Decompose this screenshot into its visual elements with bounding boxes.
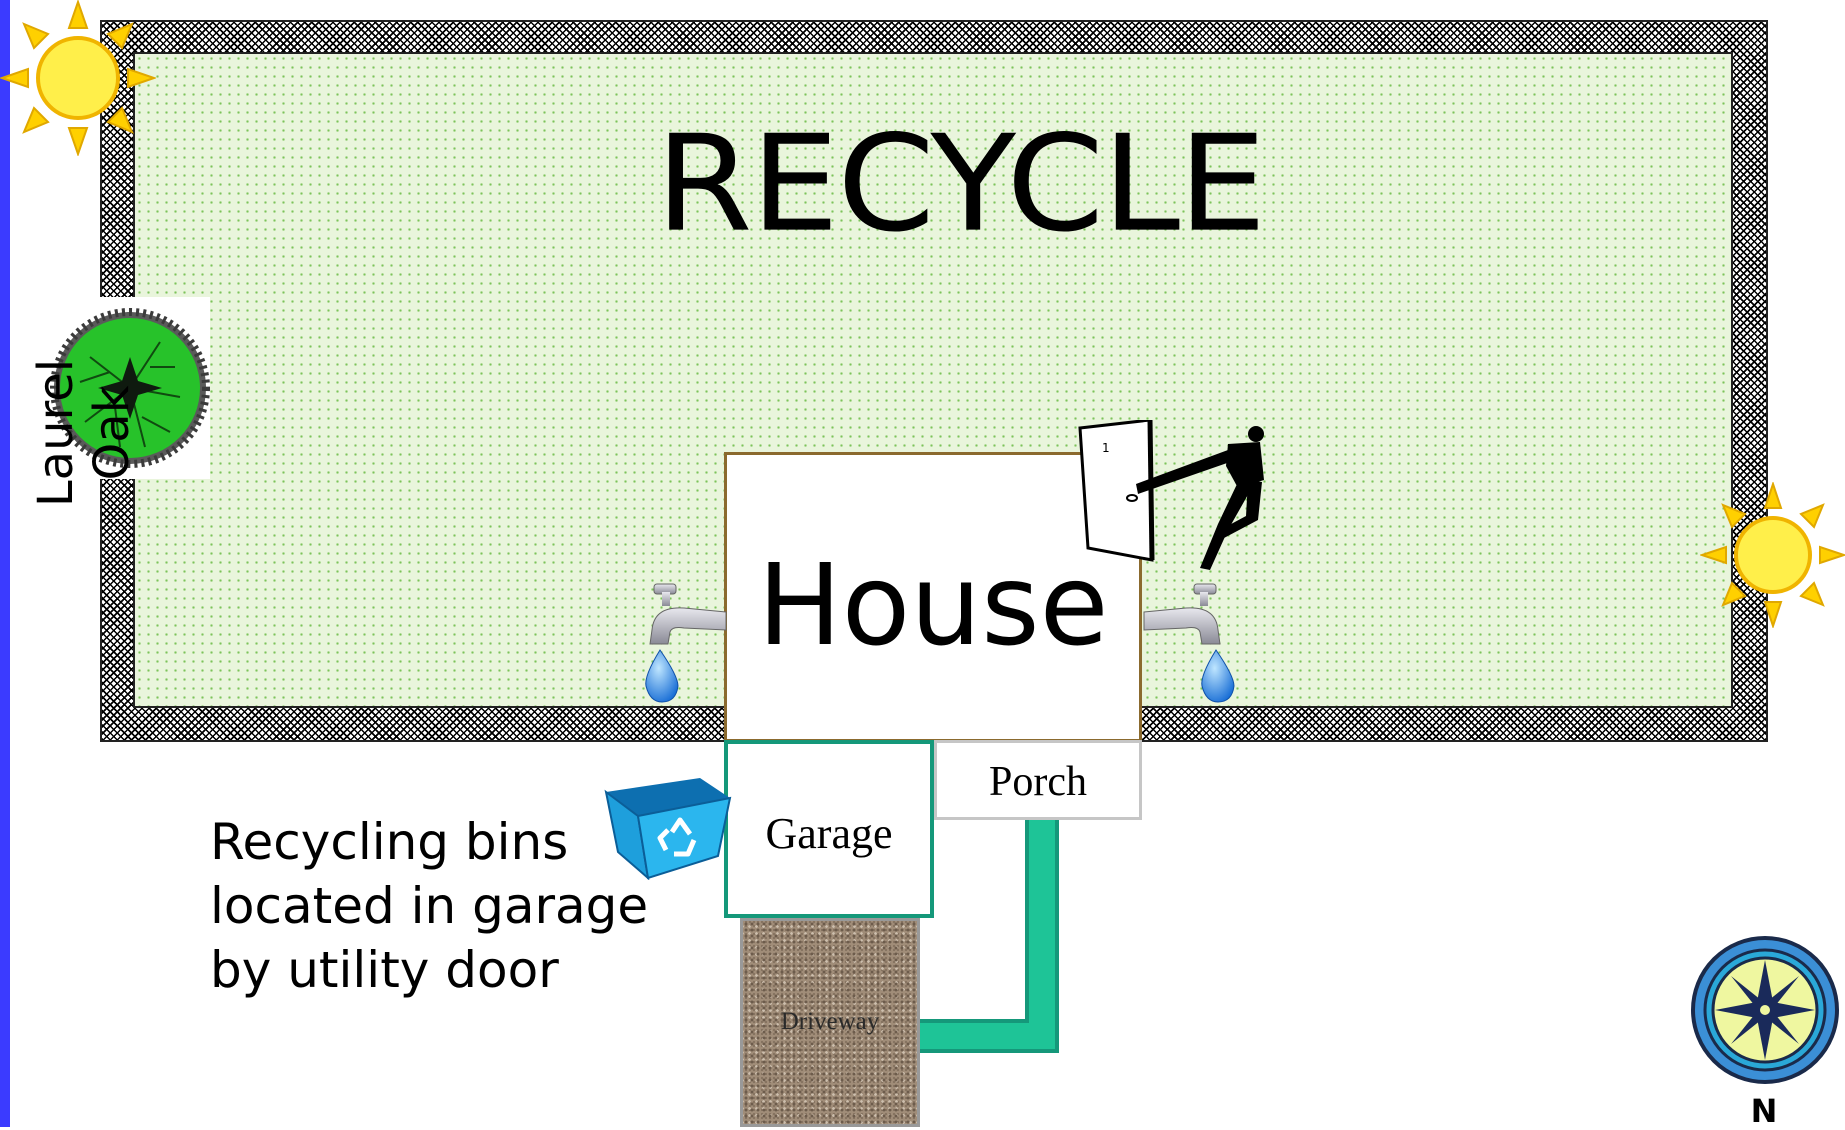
- tree-icon: [50, 297, 210, 479]
- tree-label: Laurel Oak: [28, 358, 140, 508]
- porch: [934, 740, 1142, 820]
- recycle-note: Recycling bins located in garage by util…: [210, 810, 680, 1002]
- person-opening-door-icon: 1: [1078, 420, 1264, 570]
- compass-north-label: N: [1750, 1092, 1778, 1130]
- porch-label: Porch: [989, 759, 1087, 805]
- compass-rose-icon: [1691, 936, 1839, 1084]
- garage: [724, 740, 934, 918]
- driveway: [740, 918, 920, 1127]
- sun-icon: [0, 0, 156, 156]
- recycle-note-line-3: by utility door: [210, 941, 559, 999]
- left-edge-bar: [0, 0, 10, 1127]
- garage-label: Garage: [765, 809, 893, 858]
- faucet-icon: [645, 583, 727, 703]
- faucet-icon: [1143, 583, 1235, 703]
- map-title: RECYCLE: [655, 107, 1266, 262]
- recycle-bin-icon: [604, 778, 732, 880]
- recycle-note-line-1: Recycling bins: [210, 813, 569, 871]
- house-label: House: [757, 541, 1109, 671]
- driveway-label: Driveway: [780, 1008, 880, 1035]
- svg-text:1: 1: [1102, 441, 1110, 455]
- sun-icon: [1700, 482, 1845, 628]
- recycle-note-line-2: located in garage: [210, 877, 649, 935]
